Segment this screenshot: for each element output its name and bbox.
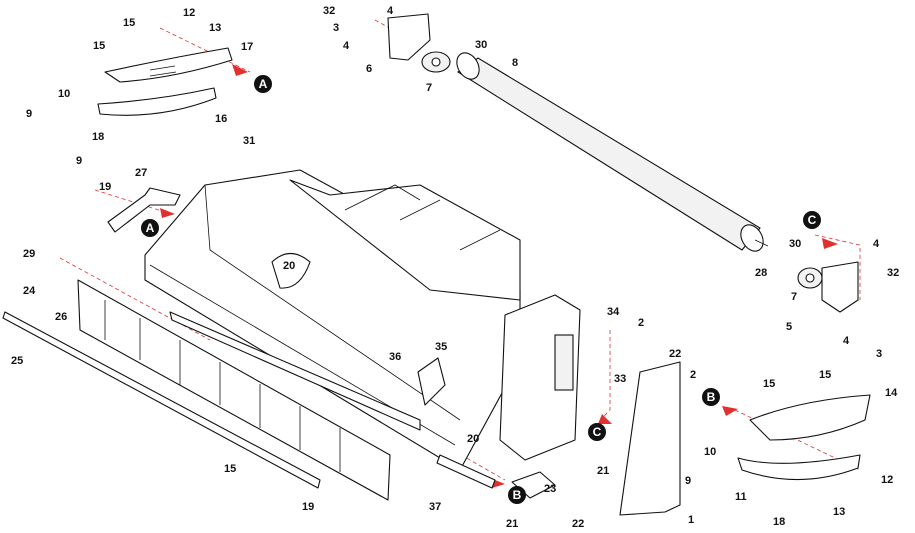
callout-label: 18 xyxy=(92,131,104,143)
side-panel xyxy=(619,361,681,516)
callout-label: 32 xyxy=(887,267,899,279)
callout-label: 2 xyxy=(638,317,644,329)
callout-label: 31 xyxy=(243,135,255,147)
callout-label: 21 xyxy=(506,518,518,530)
callout-label: 9 xyxy=(76,155,82,167)
callout-label: 8 xyxy=(512,57,518,69)
callout-label: 15 xyxy=(763,378,775,390)
callout-label: 24 xyxy=(23,285,36,297)
callout-label: 15 xyxy=(224,463,236,475)
skid-shoe-left xyxy=(97,47,233,116)
callout-label: 29 xyxy=(23,248,35,260)
callout-label: 12 xyxy=(183,7,195,19)
callout-label: 3 xyxy=(876,348,882,360)
connector-b-circle xyxy=(508,486,526,504)
connector-a-circle xyxy=(254,75,272,93)
callout-label: 4 xyxy=(343,40,350,52)
callout-label: 28 xyxy=(755,267,767,279)
callout-label: 13 xyxy=(209,22,221,34)
callout-label: 25 xyxy=(11,355,23,367)
strip xyxy=(436,454,496,489)
callout-label: 9 xyxy=(685,475,691,487)
bracket-small xyxy=(417,357,446,406)
callout-label: 30 xyxy=(475,39,487,51)
callout-label: 3 xyxy=(333,22,339,34)
connector-c-circle xyxy=(803,211,821,229)
callout-label: 15 xyxy=(819,369,831,381)
callout-label: 4 xyxy=(387,5,394,17)
callout-label: 21 xyxy=(597,465,609,477)
callout-label: 30 xyxy=(789,238,801,250)
callout-label: 17 xyxy=(241,41,253,53)
callout-labels: 12 15 13 15 17 10 9 16 18 32 4 3 4 30 6 … xyxy=(11,5,899,530)
connector-c-label: C xyxy=(593,425,602,439)
skid-shoe-right xyxy=(737,394,871,481)
callout-label: 37 xyxy=(429,501,441,513)
callout-label: 1 xyxy=(688,514,694,526)
callout-label: 16 xyxy=(215,113,227,125)
callout-label: 12 xyxy=(881,474,893,486)
callout-label: 26 xyxy=(55,311,67,323)
callout-label: 27 xyxy=(135,167,147,179)
callout-label: 23 xyxy=(544,483,556,495)
connector-c-circle xyxy=(588,423,606,441)
callout-label: 33 xyxy=(614,373,626,385)
callout-label: 10 xyxy=(704,446,716,458)
callout-label: 20 xyxy=(283,260,295,272)
bearing-plate-right xyxy=(797,261,859,313)
callout-label: 7 xyxy=(791,291,797,303)
curtain xyxy=(2,279,391,501)
roller xyxy=(456,52,769,252)
connector-a-circle xyxy=(141,219,159,237)
callout-label: 14 xyxy=(885,387,898,399)
callout-label: 34 xyxy=(607,306,620,318)
bracket xyxy=(107,187,181,233)
callout-label: 19 xyxy=(302,501,314,513)
connector-c-label: C xyxy=(808,213,817,227)
callout-label: 6 xyxy=(366,63,372,75)
connector-markers: A A B B C C xyxy=(141,75,821,504)
callout-label: 5 xyxy=(786,321,792,333)
callout-label: 2 xyxy=(690,369,696,381)
callout-label: 15 xyxy=(93,40,105,52)
callout-label: 36 xyxy=(389,351,401,363)
callout-label: 32 xyxy=(323,5,335,17)
callout-label: 18 xyxy=(773,516,785,528)
red-arrows xyxy=(160,64,838,488)
callout-label: 13 xyxy=(833,506,845,518)
callout-label: 15 xyxy=(123,17,135,29)
callout-label: 10 xyxy=(58,88,70,100)
callout-label: 4 xyxy=(873,238,880,250)
callout-label: 35 xyxy=(435,341,447,353)
callout-label: 19 xyxy=(99,181,111,193)
callout-label: 11 xyxy=(735,491,747,503)
connector-a-label: A xyxy=(146,221,155,235)
connector-b-circle xyxy=(702,388,720,406)
connector-b-label: B xyxy=(707,390,716,404)
callout-label: 7 xyxy=(426,82,432,94)
callout-label: 22 xyxy=(572,518,584,530)
bearing-plate-top xyxy=(387,13,451,73)
connector-a-label: A xyxy=(259,77,268,91)
callout-label: 20 xyxy=(467,433,479,445)
callout-label: 4 xyxy=(843,335,850,347)
callout-label: 22 xyxy=(669,348,681,360)
connector-b-label: B xyxy=(513,488,522,502)
callout-label: 9 xyxy=(26,108,32,120)
